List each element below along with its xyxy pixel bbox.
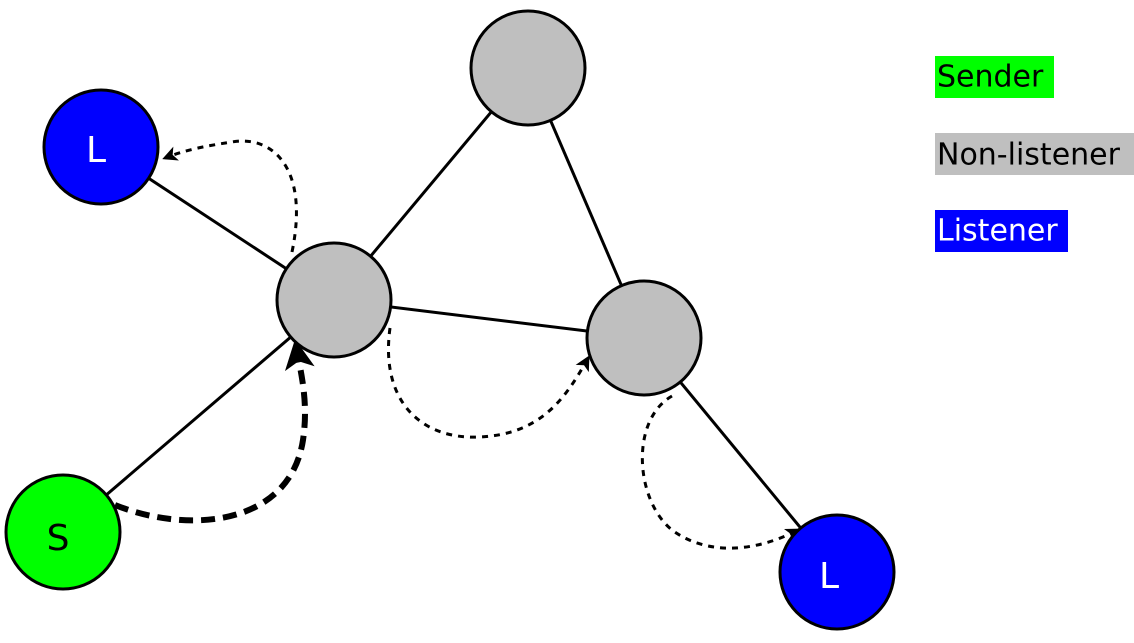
listener-node-circle — [42, 88, 160, 206]
edges — [62, 67, 839, 573]
node-listener-bottom-right: L — [778, 513, 896, 631]
sender-node-circle — [4, 473, 122, 591]
nodes: L S L — [4, 9, 896, 631]
legend-item-non-listener: Non-listener — [935, 133, 1134, 175]
non-listener-node-circle — [275, 241, 393, 359]
arrow-sender-to-center — [113, 339, 315, 524]
legend-item-listener: Listener — [935, 210, 1068, 252]
node-non-listener-right — [585, 279, 703, 397]
node-non-listener-top — [469, 9, 587, 127]
node-non-listener-center — [275, 241, 393, 359]
legend-label-listener: Listener — [937, 214, 1058, 249]
listener-node-label: L — [86, 130, 106, 171]
arrow-center-to-listener-top-left — [162, 139, 298, 253]
edge-sender-to-center — [62, 298, 335, 534]
sender-node-label: S — [47, 518, 70, 559]
node-listener-top-left: L — [42, 88, 160, 206]
legend-swatch-sender — [935, 56, 1054, 98]
non-listener-node-circle — [585, 279, 703, 397]
message-arrows — [113, 139, 801, 550]
legend: Sender Non-listener Listener — [935, 56, 1134, 252]
arrow-center-to-right — [387, 327, 590, 439]
legend-swatch-listener — [935, 210, 1068, 252]
legend-swatch-non-listener — [935, 133, 1134, 175]
legend-label-sender: Sender — [937, 60, 1044, 95]
legend-label-non-listener: Non-listener — [937, 138, 1121, 173]
non-listener-node-circle — [469, 9, 587, 127]
listener-node-label: L — [819, 556, 839, 597]
arrow-right-to-listener-bottom-right — [640, 394, 801, 550]
listener-node-circle — [778, 513, 896, 631]
node-sender: S — [4, 473, 122, 591]
legend-item-sender: Sender — [935, 56, 1054, 98]
